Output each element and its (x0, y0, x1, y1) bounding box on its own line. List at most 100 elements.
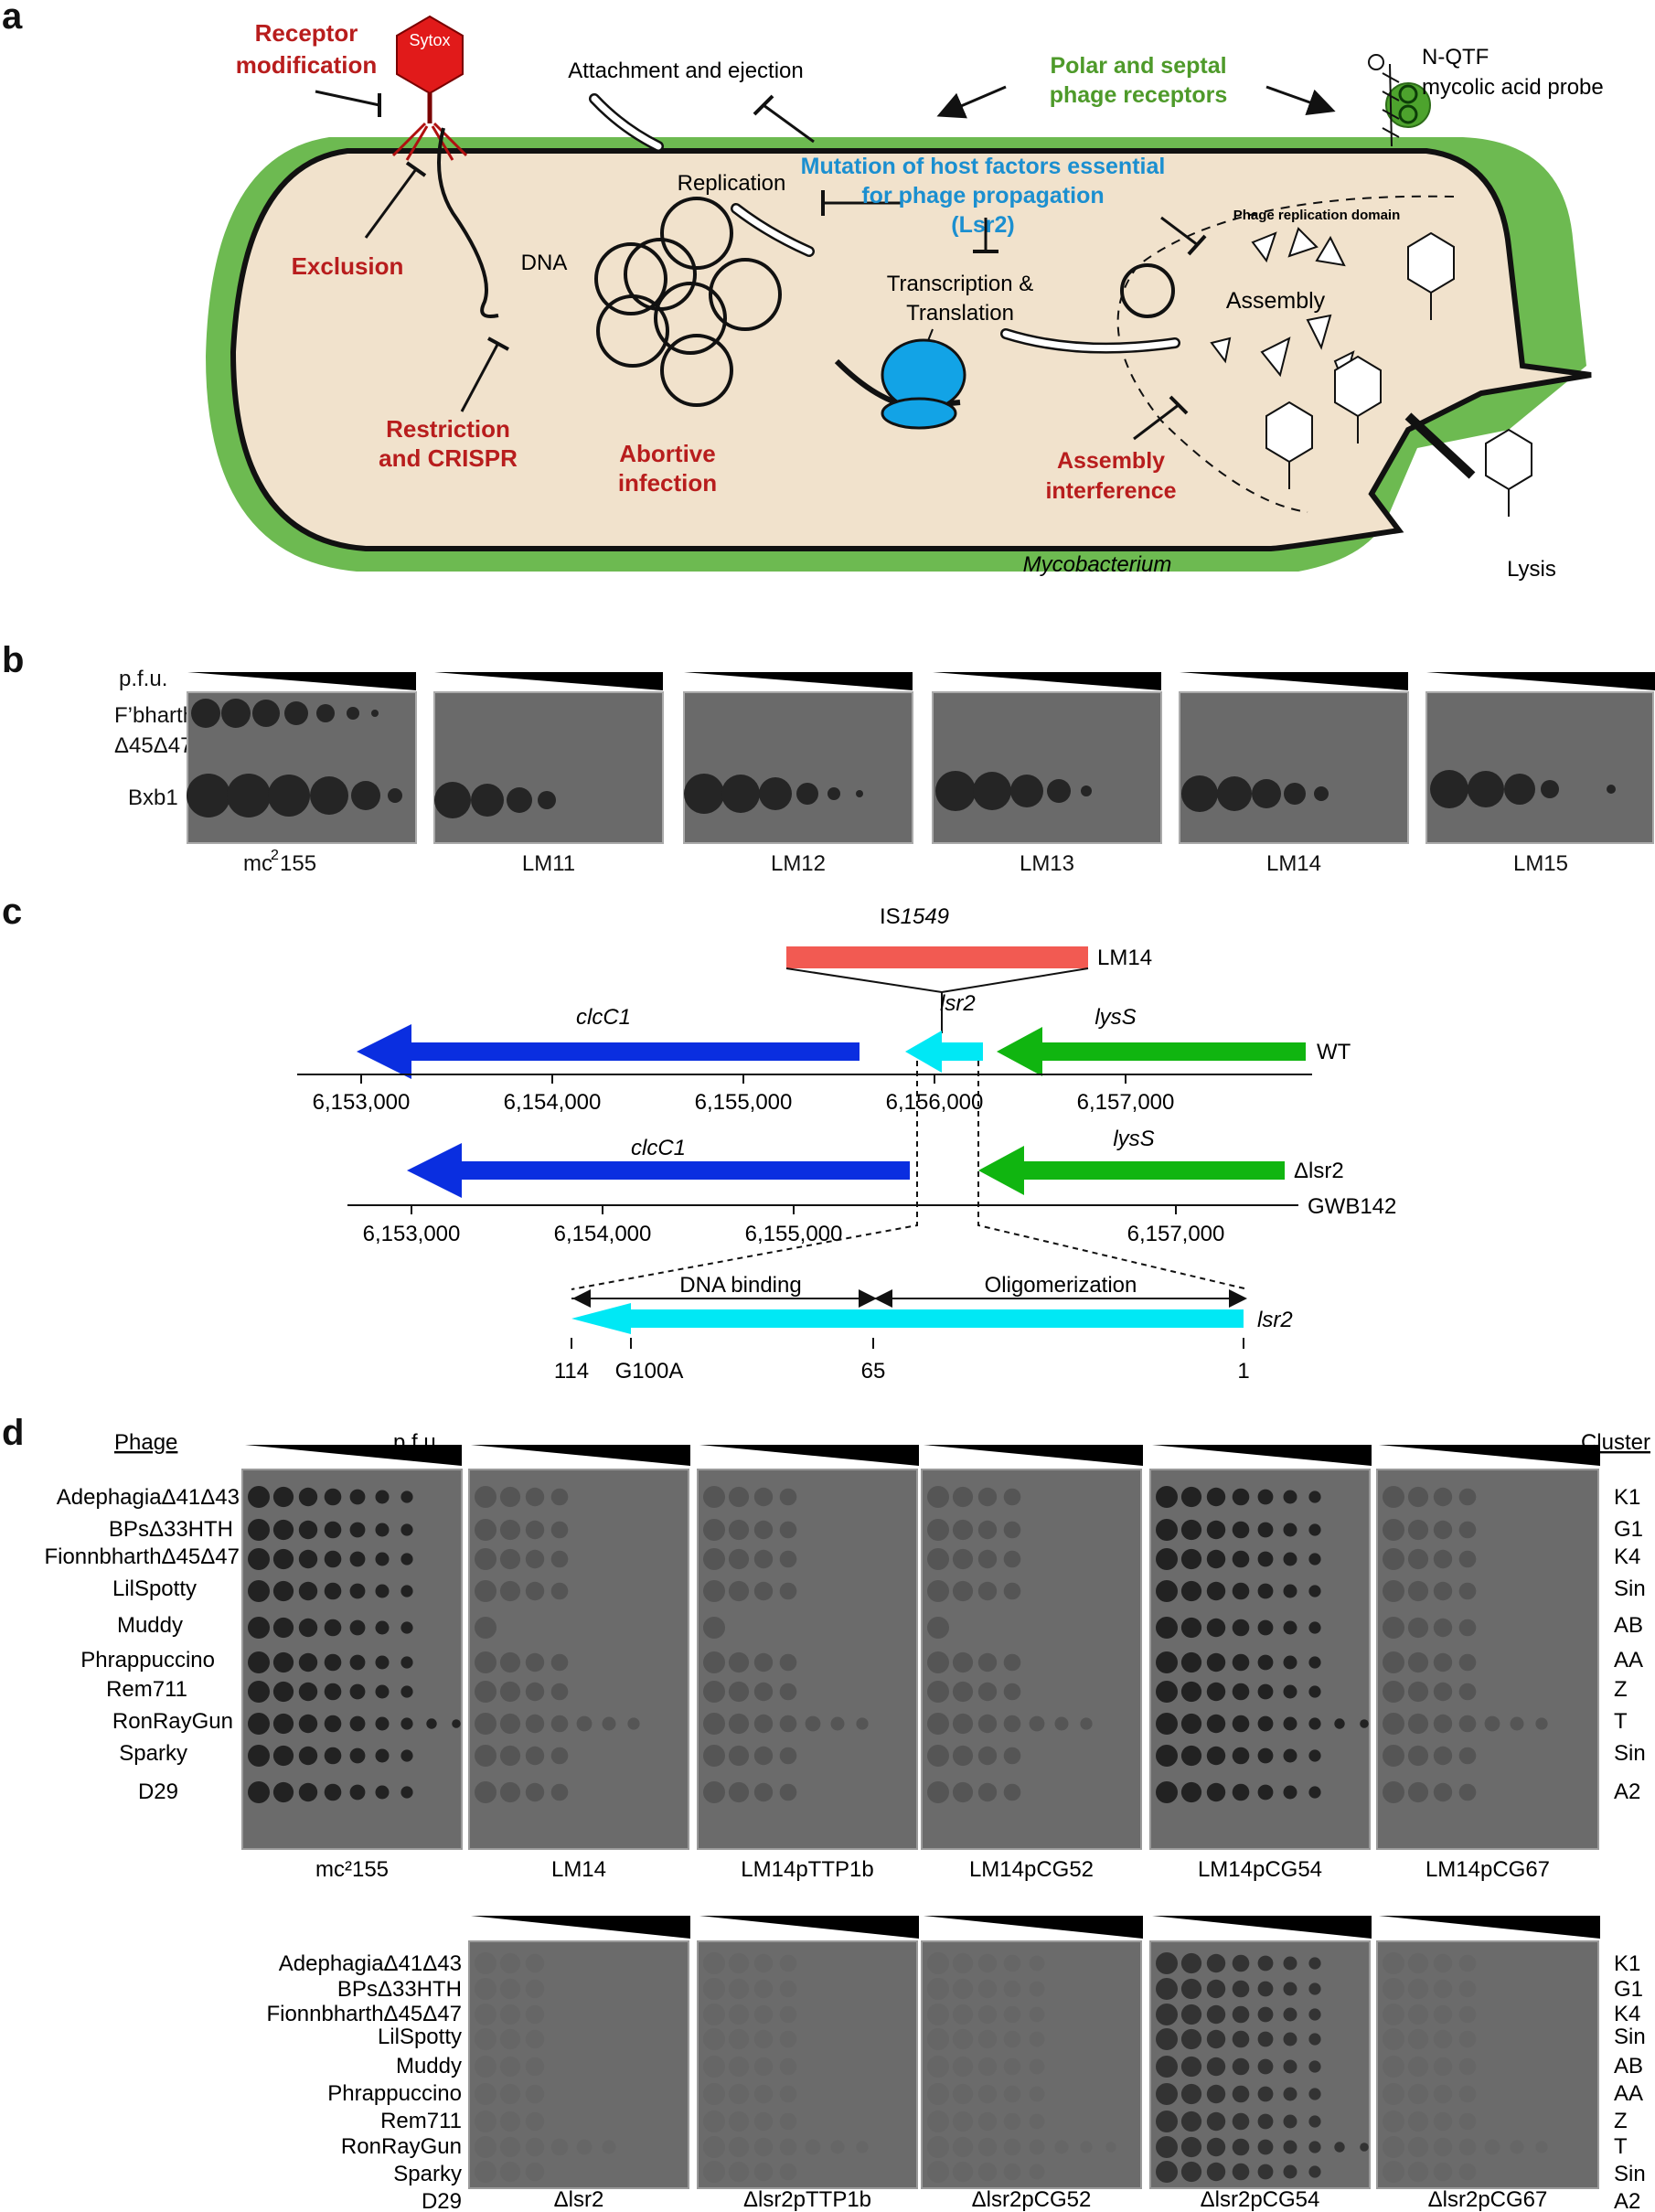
plaque-spot (1206, 1682, 1226, 1702)
plaque-spot (1180, 1781, 1202, 1803)
plaque-spot (1283, 2140, 1297, 2154)
d-bot-phage-2: FionnbharthΔ45Δ47 (266, 2002, 462, 2026)
plaque-spot (248, 1681, 270, 1703)
plaque-spot (952, 2161, 974, 2183)
plaque-spot (728, 2110, 750, 2132)
d-top-phage-3: LilSpotty (112, 1576, 197, 1601)
plaque-spot (703, 1617, 725, 1639)
plaque-spot (1206, 1746, 1226, 1766)
plaque-spot (1180, 2028, 1202, 2050)
plaque-spot (1283, 1620, 1297, 1635)
plaque-spot (952, 1519, 974, 1541)
plaque-spot (1308, 1656, 1321, 1669)
plaque-spot (977, 2004, 998, 2025)
panel-d-plates: Phage p.f.u. Cluster AdephagiaΔ41Δ43 BPs… (44, 1430, 1650, 2212)
plaque-spot (927, 2136, 949, 2158)
plaque-spot (324, 1488, 342, 1506)
b-strain-lm14: LM14 (1266, 851, 1321, 876)
plaque-spot (475, 1519, 496, 1541)
dna-binding-label: DNA binding (679, 1273, 801, 1298)
plaque-spot (1383, 1486, 1404, 1508)
plaque-spot (1407, 1651, 1429, 1673)
capsid-fragments-icon (1210, 227, 1355, 388)
plaque-spot (324, 1747, 342, 1765)
plaque-spot (1433, 2137, 1453, 2157)
plaque-spot (375, 1584, 390, 1598)
b-plates-group (187, 672, 1655, 844)
plaque-spot (977, 2162, 998, 2182)
mutation-line1: Mutation of host factors essential (801, 154, 1166, 179)
d-top-phage-9: D29 (138, 1779, 178, 1804)
plaque-spot (1433, 1782, 1453, 1802)
plaque-spot (1180, 1952, 1202, 1974)
phage-icons (1265, 231, 1532, 517)
plaque-spot (298, 1520, 318, 1540)
plaque-spot (927, 1486, 949, 1508)
plaque-spot (1458, 1954, 1477, 1972)
plaque-spot (1156, 1745, 1178, 1767)
plaque-spot (977, 2137, 998, 2157)
plaque-spot (1003, 2030, 1021, 2048)
plaque-spot (1458, 1783, 1477, 1801)
d-bot-cluster-3: Sin (1614, 2025, 1646, 2049)
plaque-spot (475, 2136, 496, 2158)
plaque-spot (1029, 2139, 1045, 2155)
plaque-spot (1180, 1713, 1202, 1735)
plaque-spot (779, 1980, 797, 1998)
plaque-spot (475, 1486, 496, 1508)
plaque-spot (1206, 1487, 1226, 1507)
plaque-spot (1180, 1745, 1202, 1767)
plaque-spot (1029, 2031, 1045, 2047)
plaque-spot (1334, 2142, 1345, 2153)
plaque-spot (753, 2084, 774, 2104)
plaque-spot (779, 1550, 797, 1568)
plaque-spot (1308, 1523, 1321, 1536)
plaque-spot (1383, 2083, 1404, 2105)
plaque-spot (1180, 1548, 1202, 1570)
plaque-spot (753, 1979, 774, 1999)
d-top-phage-0: AdephagiaΔ41Δ43 (57, 1485, 240, 1510)
plaque-spot (1257, 1981, 1274, 1997)
plaque-spot (1232, 1715, 1250, 1733)
plaque-spot (525, 2084, 545, 2104)
tick-top-5: 6,157,000 (1077, 1090, 1175, 1115)
mutation-line3: (Lsr2) (951, 212, 1014, 238)
plaque-spot (1283, 1748, 1297, 1763)
plaque-spot (525, 1782, 545, 1802)
plaque-spot (1407, 2110, 1429, 2132)
plaque-spot (703, 1519, 725, 1541)
plaque-spot (375, 1620, 390, 1635)
plaque-spot (1180, 1681, 1202, 1703)
plaque-spot (1003, 1653, 1021, 1672)
plaque-spot (1334, 1718, 1345, 1729)
plaque-spot (499, 2004, 521, 2025)
plaque-spot (349, 1489, 366, 1505)
plaque-spot (324, 1619, 342, 1637)
plaque-spot (298, 1581, 318, 1601)
plaque-spot (952, 1952, 974, 1974)
plaque-spot (400, 1621, 413, 1634)
transcription-line1: Transcription & (887, 272, 1034, 296)
plaque-spot (499, 1713, 521, 1735)
plaque-spot (952, 1713, 974, 1735)
plaque-spot (1308, 1717, 1321, 1730)
plaque-spot (1180, 1617, 1202, 1639)
plaque-spot (525, 1487, 545, 1507)
plaque-spot (728, 1952, 750, 1974)
restriction-line2: and CRISPR (379, 444, 518, 472)
plaque-spot (1003, 1521, 1021, 1539)
panel-letter-d: d (2, 1413, 25, 1453)
plaque-spot (1433, 2029, 1453, 2049)
plaque-spot (1510, 1716, 1524, 1731)
plaque-spot (1257, 1683, 1274, 1700)
plaque-spot (1003, 2005, 1021, 2024)
b-row-bxb1: Bxb1 (128, 785, 178, 810)
plaque-spot (272, 1651, 294, 1673)
oligomerization-label: Oligomerization (985, 1273, 1137, 1298)
plaque-spot (805, 1715, 821, 1732)
plaque-spot (349, 1747, 366, 1764)
mycolic-acid-probe-icon (1368, 54, 1431, 147)
plaque-spot (525, 1979, 545, 1999)
plaque-spot (298, 1746, 318, 1766)
plaque-spot (475, 2161, 496, 2183)
